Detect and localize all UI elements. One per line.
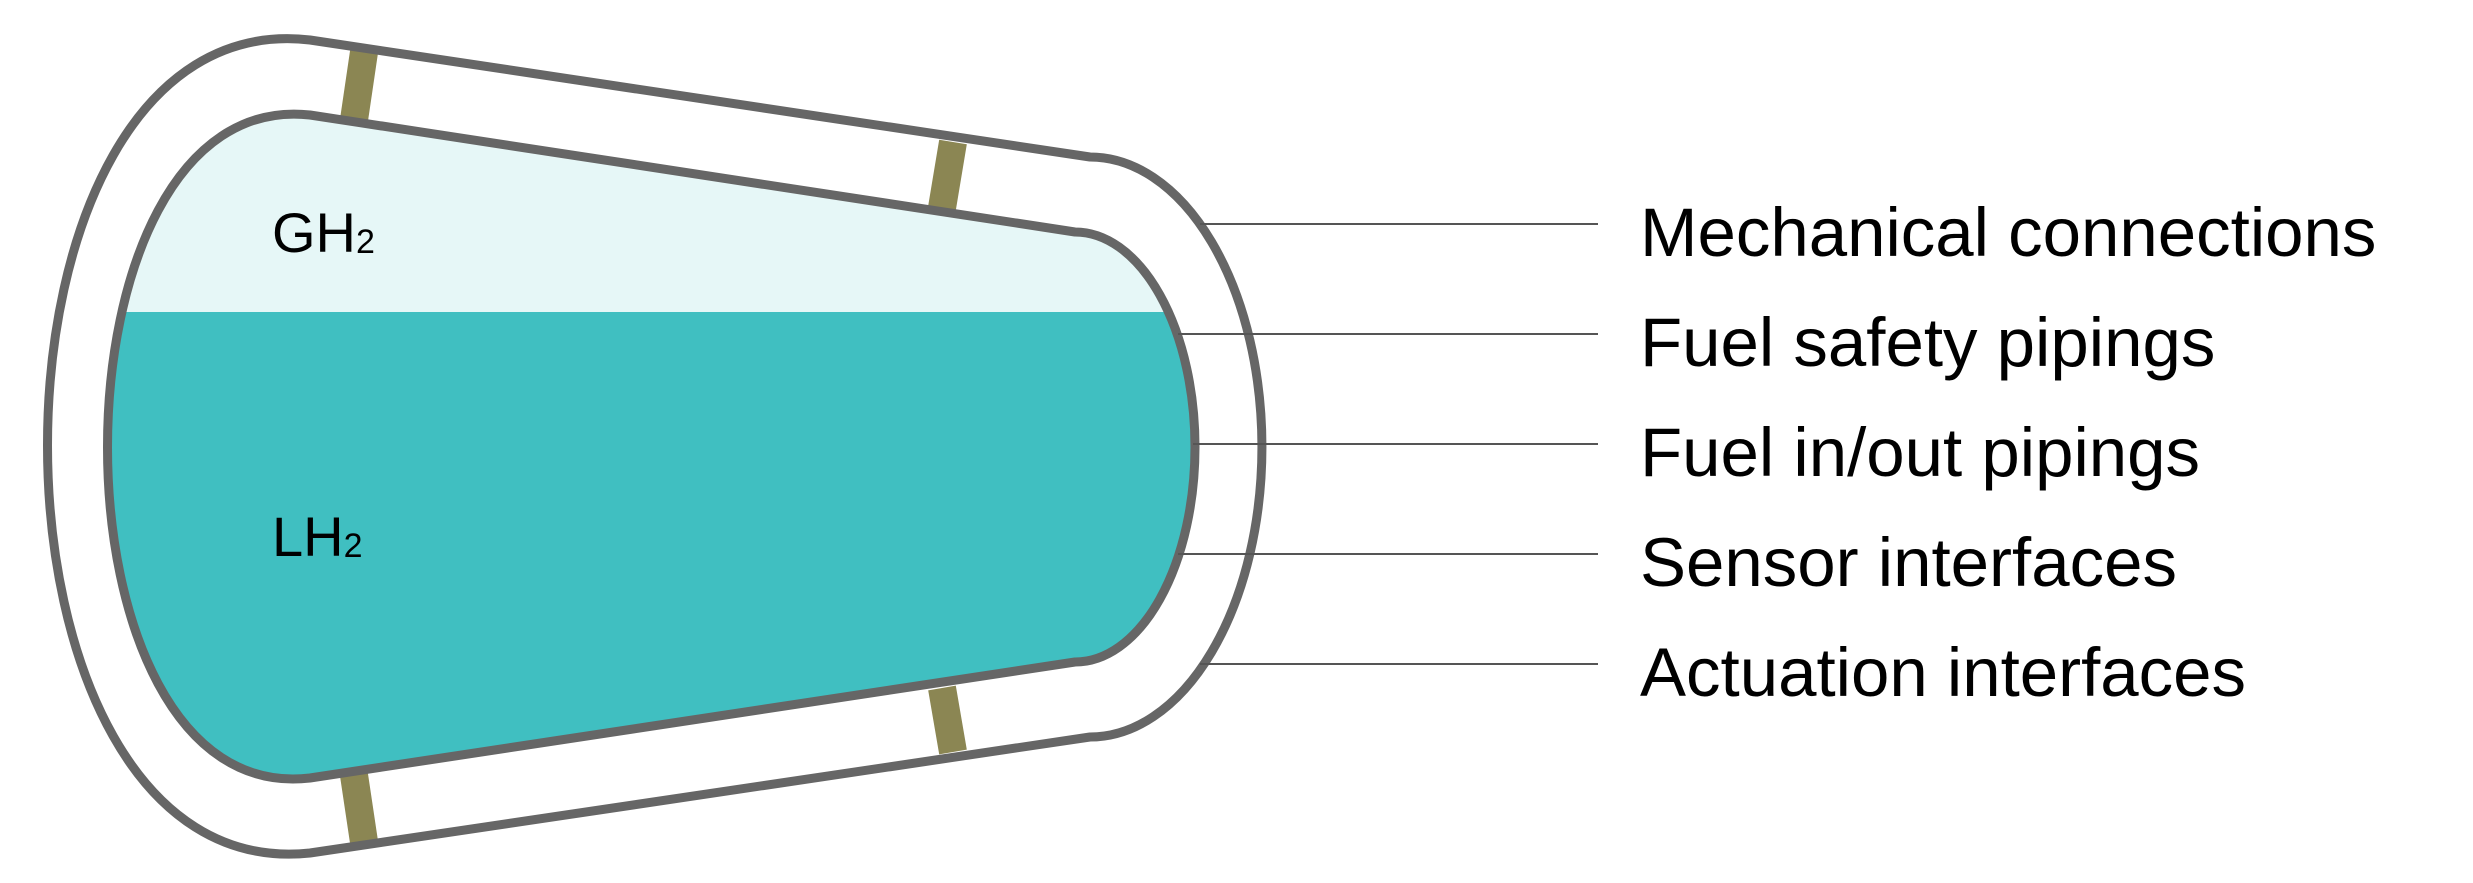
gas-label: GH2	[272, 201, 375, 264]
callout-mechanical-connections: Mechanical connections	[1640, 194, 2376, 271]
strut-bottom-left	[340, 772, 378, 845]
liquid-label: LH2	[272, 505, 363, 568]
gas-hydrogen-region	[107, 114, 1195, 312]
strut-top-left	[340, 49, 378, 123]
callout-actuation-interfaces: Actuation interfaces	[1640, 634, 2246, 711]
mechanical-struts	[340, 49, 967, 845]
callout-sensor-interfaces: Sensor interfaces	[1640, 524, 2177, 601]
outer-tank-wall	[43, 34, 1267, 859]
strut-top-right	[928, 139, 967, 211]
callout-fuel-in-out-pipings: Fuel in/out pipings	[1640, 414, 2200, 491]
inner-tank-wall	[103, 109, 1200, 784]
strut-bottom-right	[928, 685, 967, 755]
callout-labels: Mechanical connections Fuel safety pipin…	[1640, 194, 2376, 711]
callout-fuel-safety-pipings: Fuel safety pipings	[1640, 304, 2215, 381]
callout-leader-lines	[1178, 223, 1598, 665]
